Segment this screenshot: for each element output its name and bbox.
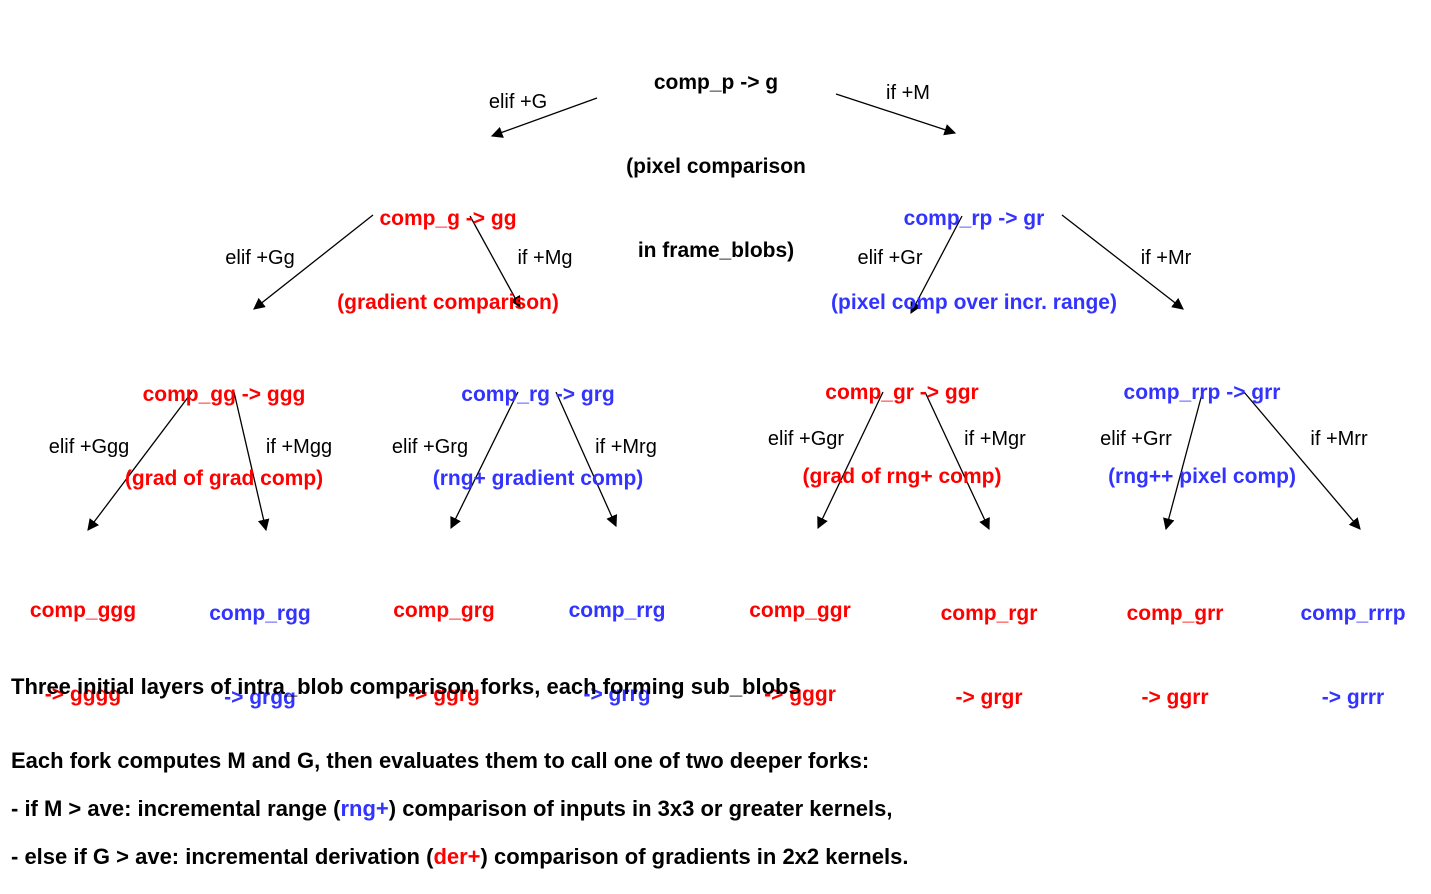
node-comp-gr-line2: (grad of rng+ comp) [802,465,1002,488]
node-comp-ggg: comp_ggg -> gggg [30,541,136,737]
node-comp-rgr-line1: comp_rgr [940,602,1038,625]
node-comp-rp-line1: comp_rp -> gr [903,207,1045,230]
node-comp-rgr: comp_rgr -> grgr [941,544,1038,740]
node-comp-rrrp-line1: comp_rrrp [1300,602,1406,625]
edge-comp-gg-to-comp-ggg [87,391,193,531]
node-comp-rgr-line2: -> grgr [955,686,1023,709]
node-comp-g: comp_g -> gg (gradient comparison) [337,149,559,345]
node-comp-grr-line1: comp_grr [1126,602,1224,625]
edge-comp-rrp-to-comp-grr [1163,393,1203,531]
node-comp-gg-line1: comp_gg -> ggg [142,383,306,406]
edge-label-elif-gg: elif +Gg [225,247,295,269]
edge-label-if-mg: if +Mg [517,247,573,269]
edge-label-if-mgr: if +Mgr [964,428,1026,450]
edge-comp-gr-to-comp-ggr [817,391,884,530]
edge-comp-rrp-to-comp-rrrp [1243,391,1361,530]
caption-bullet-rng-post: ) comparison of inputs in 3x3 or greater… [388,796,893,821]
node-comp-rg-line2: (rng+ gradient comp) [432,467,644,490]
node-comp-p-line2: (pixel comparison [626,155,806,178]
caption-intro: Each fork computes M and G, then evaluat… [11,748,870,773]
caption-bullet-der-pre: - else if G > ave: incremental derivatio… [11,844,434,869]
node-comp-rrp-line1: comp_rrp -> grr [1123,381,1281,404]
node-comp-ggr-line1: comp_ggr [749,599,851,622]
edge-label-elif-ggr: elif +Ggr [767,428,845,450]
edge-label-elif-ggg: elif +Ggg [48,436,130,458]
node-comp-rgg-line2: -> grgg [224,686,296,709]
caption-bullet-der: - else if G > ave: incremental derivatio… [11,843,908,871]
node-comp-gr-line1: comp_gr -> ggr [825,381,979,404]
node-comp-p: comp_p -> g (pixel comparison in frame_b… [626,13,806,293]
edge-comp-rp-to-comp-rrp [1061,214,1184,310]
caption-bullet-rng: - if M > ave: incremental range (rng+) c… [11,795,892,823]
node-comp-p-line1: comp_p -> g [653,71,779,94]
node-comp-rrp: comp_rrp -> grr (rng++ pixel comp) [1108,323,1296,519]
edge-root-to-comp-rp [835,93,957,136]
edge-label-if-mrg: if +Mrg [595,436,657,458]
node-comp-ggg-line2: -> gggg [44,683,122,706]
edge-label-elif-g: elif +G [488,91,548,113]
edge-label-if-mrr: if +Mrr [1310,428,1368,450]
caption-rng-highlight: rng+ [340,796,389,821]
node-comp-rrrp-line2: -> grrr [1321,686,1385,709]
node-comp-grr: comp_grr -> ggrr [1127,544,1224,740]
node-comp-g-line2: (gradient comparison) [337,291,559,314]
node-comp-ggr-line2: -> gggr [764,683,836,706]
caption-title: Three initial layers of intra_blob compa… [11,674,801,699]
node-comp-rrg: comp_rrg -> grrg [569,541,666,737]
node-comp-grg-line2: -> ggrg [408,683,480,706]
edge-comp-g-to-comp-rg [469,215,521,309]
edge-comp-rg-to-comp-grg [450,391,519,530]
node-comp-rgg: comp_rgg -> grgg [209,544,311,740]
edge-label-elif-grg: elif +Grg [391,436,469,458]
node-comp-rg-line1: comp_rg -> grg [461,383,615,406]
node-comp-ggr: comp_ggr -> gggr [749,541,851,737]
node-comp-gg: comp_gg -> ggg (grad of grad comp) [125,325,323,521]
caption-der-highlight: der+ [433,844,481,869]
edge-label-elif-gr: elif +Gr [857,247,923,269]
node-comp-g-line1: comp_g -> gg [379,207,517,230]
edge-comp-g-to-comp-gg [253,214,374,310]
edge-label-elif-grr: elif +Grr [1100,428,1172,450]
edge-label-if-mgg: if +Mgg [265,436,333,458]
edge-comp-gg-to-comp-rgg [233,391,270,532]
node-comp-p-line3: in frame_blobs) [637,239,795,262]
caption-bullet-der-post: ) comparison of gradients in 2x2 kernels… [480,844,909,869]
node-comp-ggg-line1: comp_ggg [29,599,137,622]
node-comp-grg: comp_grg -> ggrg [393,541,495,737]
edge-label-if-m: if +M [886,82,930,104]
node-comp-rrrp: comp_rrrp -> grrr [1300,544,1405,740]
node-comp-rrg-line1: comp_rrg [568,599,666,622]
edge-comp-gr-to-comp-rgr [924,391,990,531]
node-comp-gr: comp_gr -> ggr (grad of rng+ comp) [803,323,1002,519]
node-comp-rg: comp_rg -> grg (rng+ gradient comp) [433,325,644,521]
node-comp-grg-line1: comp_grg [393,599,495,622]
edge-comp-rp-to-comp-gr [910,215,963,315]
edge-label-if-mr: if +Mr [1140,247,1192,269]
edge-comp-rg-to-comp-rrg [555,391,618,528]
node-comp-gg-line2: (grad of grad comp) [124,467,324,490]
node-comp-rrg-line2: -> grrg [583,683,651,706]
edge-root-to-comp-g [490,97,598,138]
caption-bullet-rng-pre: - if M > ave: incremental range ( [11,796,341,821]
node-comp-rrp-line2: (rng++ pixel comp) [1108,465,1296,488]
node-comp-rp-line2: (pixel comp over incr. range) [831,291,1117,314]
node-comp-grr-line2: -> ggrr [1141,686,1209,709]
node-comp-rgg-line1: comp_rgg [209,602,311,625]
node-comp-rp: comp_rp -> gr (pixel comp over incr. ran… [831,149,1117,345]
